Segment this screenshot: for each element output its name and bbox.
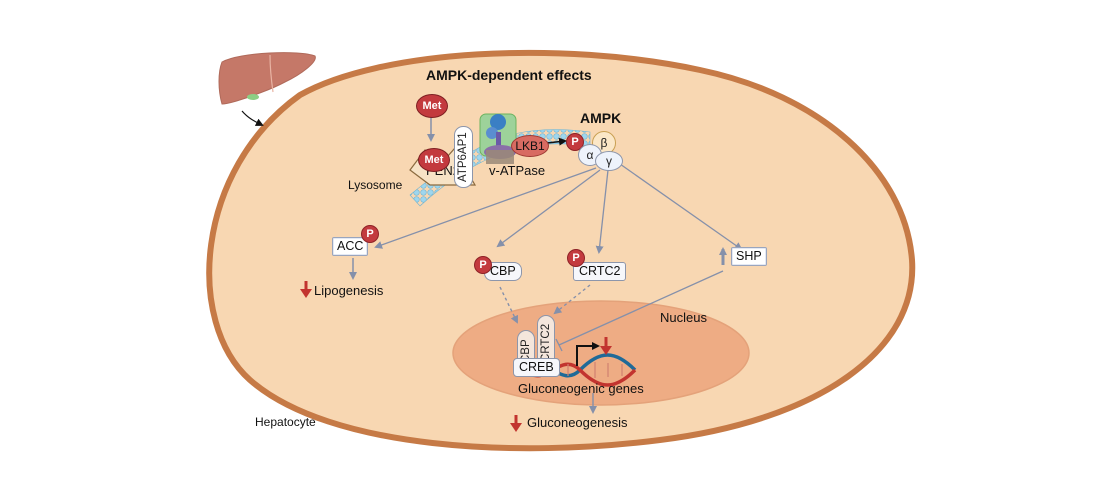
acc-phospho-badge: P [361, 225, 379, 243]
diagram-title: AMPK-dependent effects [426, 67, 592, 83]
metformin-molecule: Met [416, 94, 448, 118]
hepatocyte-label: Hepatocyte [255, 415, 316, 429]
metformin-bound: Met [418, 148, 450, 172]
cbp-protein: CBP [484, 262, 522, 281]
lkb1-protein: LKB1 [511, 135, 549, 157]
gluconeogenesis-down-arrow-icon [510, 415, 522, 432]
crtc2-protein: CRTC2 [573, 262, 627, 281]
cbp-phospho-badge: P [474, 256, 492, 274]
acc-box: ACC [332, 237, 369, 256]
atp6ap1-protein: ATP6AP1 [454, 126, 473, 188]
nucleus-label: Nucleus [660, 310, 707, 325]
v-atpase-complex [479, 113, 517, 164]
crtc2-phospho-badge: P [567, 249, 585, 267]
lysosome-label: Lysosome [348, 178, 403, 192]
ampk-signaling-arrows [374, 163, 743, 254]
nucleus [452, 300, 750, 406]
ampk-gamma-subunit: γ [595, 151, 623, 171]
v-atpase-label: v-ATPase [489, 163, 546, 178]
gluconeogenic-genes-label: Gluconeogenic genes [518, 381, 644, 396]
ampk-phospho-badge: P [566, 133, 584, 151]
liver-icon [218, 52, 316, 126]
lipogenesis-down-arrow-icon [300, 281, 312, 298]
creb-protein: CREB [513, 358, 560, 377]
ampk-label: AMPK [580, 110, 622, 126]
lipogenesis-label: Lipogenesis [314, 283, 384, 298]
down-arrow-icon [600, 337, 612, 355]
gluconeogenesis-label: Gluconeogenesis [527, 415, 628, 430]
shp-box: SHP [731, 247, 767, 266]
